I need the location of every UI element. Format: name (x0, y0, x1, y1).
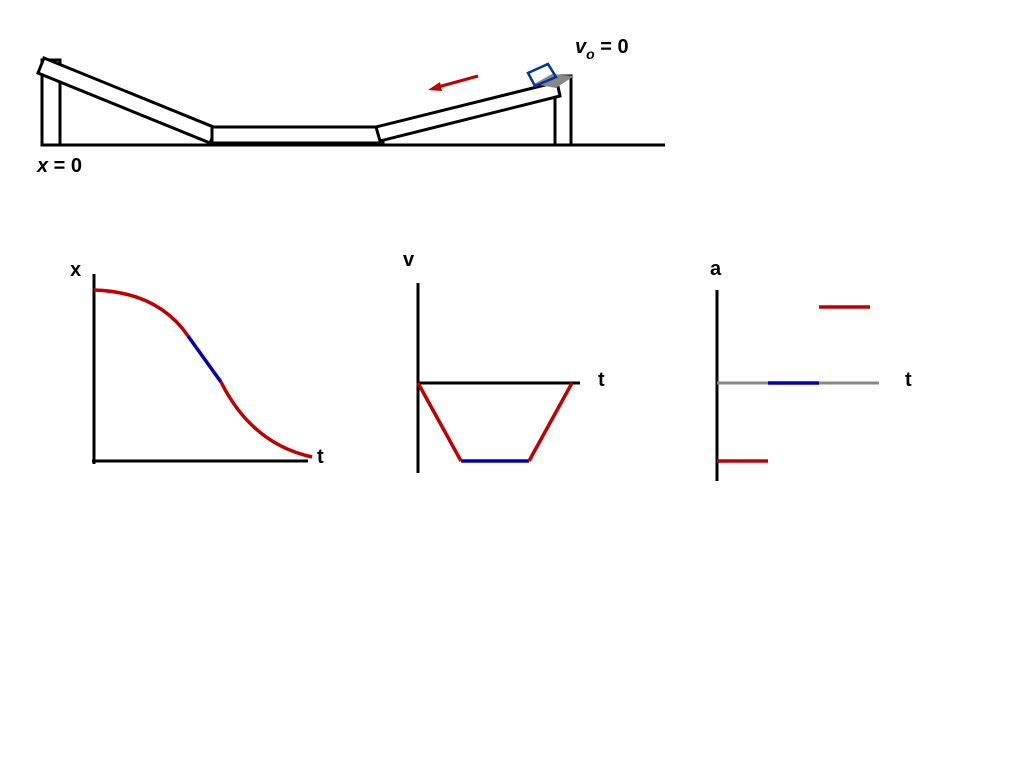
a-graph-y-label: a (710, 258, 722, 280)
x-graph-y-label: x (70, 259, 81, 281)
origin-value: = 0 (48, 155, 82, 177)
x-graph-x-label: t (317, 446, 324, 468)
v-segment-decelerating (527, 382, 574, 462)
cart-shadow (534, 74, 574, 88)
origin-label: x = 0 (36, 155, 82, 177)
arrow-left-icon (428, 74, 479, 91)
track-scene: vo = 0 x = 0 (36, 36, 665, 177)
acceleration-time-graph: a t (710, 258, 912, 481)
x-curve-constant-velocity (186, 334, 223, 384)
velocity-time-graph: v t (403, 249, 605, 473)
left-ramp (36, 56, 218, 145)
flat-track (210, 125, 385, 145)
right-ramp (374, 80, 562, 143)
x-curve-decelerating-end (219, 381, 313, 459)
start-velocity-value: = 0 (595, 36, 629, 58)
origin-symbol: x (36, 155, 49, 177)
a-graph-x-label: t (905, 369, 912, 391)
cart (526, 62, 558, 88)
start-condition-label: vo = 0 (575, 36, 629, 62)
v-graph-x-label: t (598, 369, 605, 391)
x-curve-accelerating-start (93, 288, 190, 337)
start-velocity-symbol: v (575, 36, 588, 58)
v-segment-accelerating (416, 382, 463, 462)
position-time-graph: x t (70, 259, 324, 468)
v-graph-y-label: v (403, 249, 415, 271)
start-velocity-subscript: o (586, 46, 595, 62)
